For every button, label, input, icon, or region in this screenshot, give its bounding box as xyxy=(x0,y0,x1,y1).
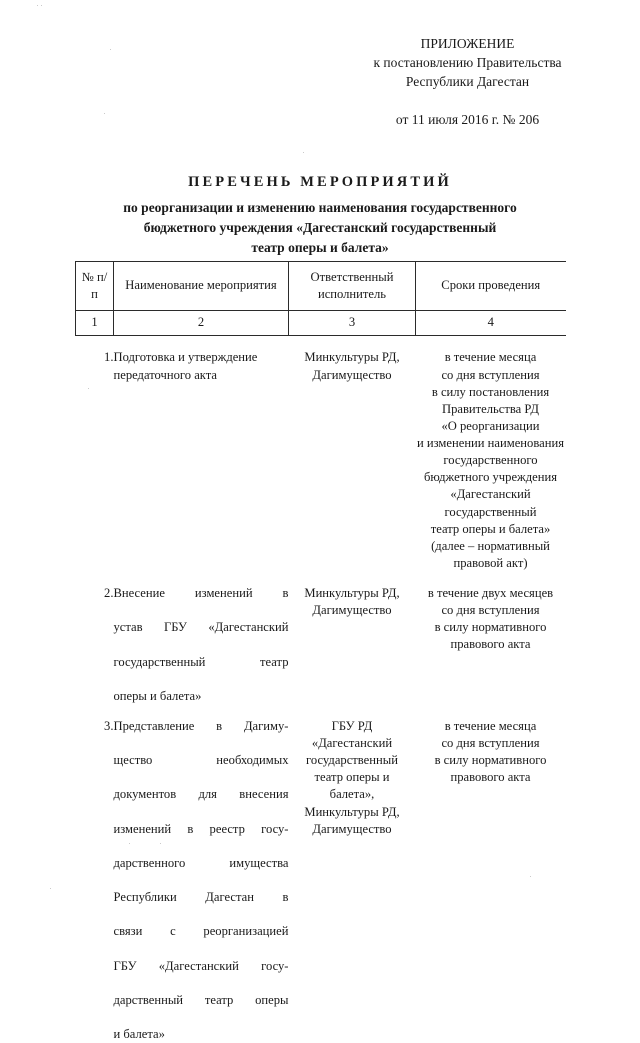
scan-speckle xyxy=(88,388,89,389)
table-row: 3. Представление в Дагиму- щество необхо… xyxy=(76,705,566,1043)
table-header: № п/п Наименование мероприятия Ответстве… xyxy=(75,260,566,337)
column-index-1: 1 xyxy=(75,310,114,337)
scan-speckle xyxy=(303,152,304,153)
column-index-3: 3 xyxy=(288,310,416,337)
column-index-2: 2 xyxy=(113,310,289,337)
row-number: 2. xyxy=(104,586,114,601)
row-executor: Минкультуры РД, Дагимущество xyxy=(304,350,400,382)
row-description: Подготовка и утверждение передаточного а… xyxy=(113,350,258,382)
table-header-row-names: № п/п Наименование мероприятия Ответстве… xyxy=(75,260,566,312)
row-description: Представление в Дагиму- щество необходим… xyxy=(113,718,289,1042)
header-line-appendix: ПРИЛОЖЕНИЕ xyxy=(420,36,515,51)
column-header-terms: Сроки проведения xyxy=(415,260,566,312)
scan-speckle xyxy=(50,888,51,889)
row-number: 3. xyxy=(104,718,114,733)
measures-table: № п/п Наименование мероприятия Ответстве… xyxy=(75,260,566,1043)
row-term: в течение двух месяцев со дня вступления… xyxy=(427,586,554,652)
title-subtitle-line-2: бюджетного учреждения «Дагестанский госу… xyxy=(143,219,497,235)
column-index-4: 4 xyxy=(415,310,566,337)
document-header: ПРИЛОЖЕНИЕ к постановлению Правительства… xyxy=(330,34,605,91)
scan-speckle xyxy=(37,5,38,6)
row-executor: ГБУ РД «Дагестанский государственный теа… xyxy=(304,718,400,836)
table-row: 1. Подготовка и утверждение передаточног… xyxy=(76,336,566,572)
row-term: в течение месяца со дня вступления в сил… xyxy=(434,718,547,785)
scan-speckle xyxy=(153,282,154,283)
table-row: 2. Внесение изменений в устав ГБУ «Дагес… xyxy=(76,572,566,705)
scan-speckle xyxy=(104,113,105,114)
title-subtitle-line-3: театр оперы и балета» xyxy=(251,239,389,255)
scan-speckle xyxy=(265,862,266,863)
column-header-measure-name: Наименование мероприятия xyxy=(113,260,289,312)
scan-speckle xyxy=(129,843,130,844)
page-title: ПЕРЕЧЕНЬ МЕРОПРИЯТИЙ xyxy=(188,174,452,190)
row-term: в течение месяца со дня вступления в сил… xyxy=(417,350,564,570)
document-date-number: от 11 июля 2016 г. № 206 xyxy=(395,112,540,127)
document-title-block: ПЕРЕЧЕНЬ МЕРОПРИЯТИЙ по реорганизации и … xyxy=(60,172,580,257)
table-body: 1. Подготовка и утверждение передаточног… xyxy=(76,336,566,1043)
scan-speckle xyxy=(110,49,111,50)
scan-speckle xyxy=(41,5,42,6)
document-page: ПРИЛОЖЕНИЕ к постановлению Правительства… xyxy=(37,5,605,1041)
row-description: Внесение изменений в устав ГБУ «Дагестан… xyxy=(113,586,289,703)
column-header-executor: Ответственный исполнитель xyxy=(288,260,416,312)
row-number: 1. xyxy=(104,350,114,365)
title-subtitle-line-1: по реорганизации и изменению наименовани… xyxy=(123,200,517,216)
table-header-row-numbers: 1 2 3 4 xyxy=(75,310,566,337)
scan-speckle xyxy=(530,876,531,877)
scan-speckle xyxy=(160,843,161,844)
column-header-number: № п/п xyxy=(75,260,114,312)
header-line-republic: Республики Дагестан xyxy=(405,74,530,90)
header-line-resolution: к постановлению Правительства xyxy=(373,55,562,71)
row-executor: Минкультуры РД, Дагимущество xyxy=(304,586,400,618)
